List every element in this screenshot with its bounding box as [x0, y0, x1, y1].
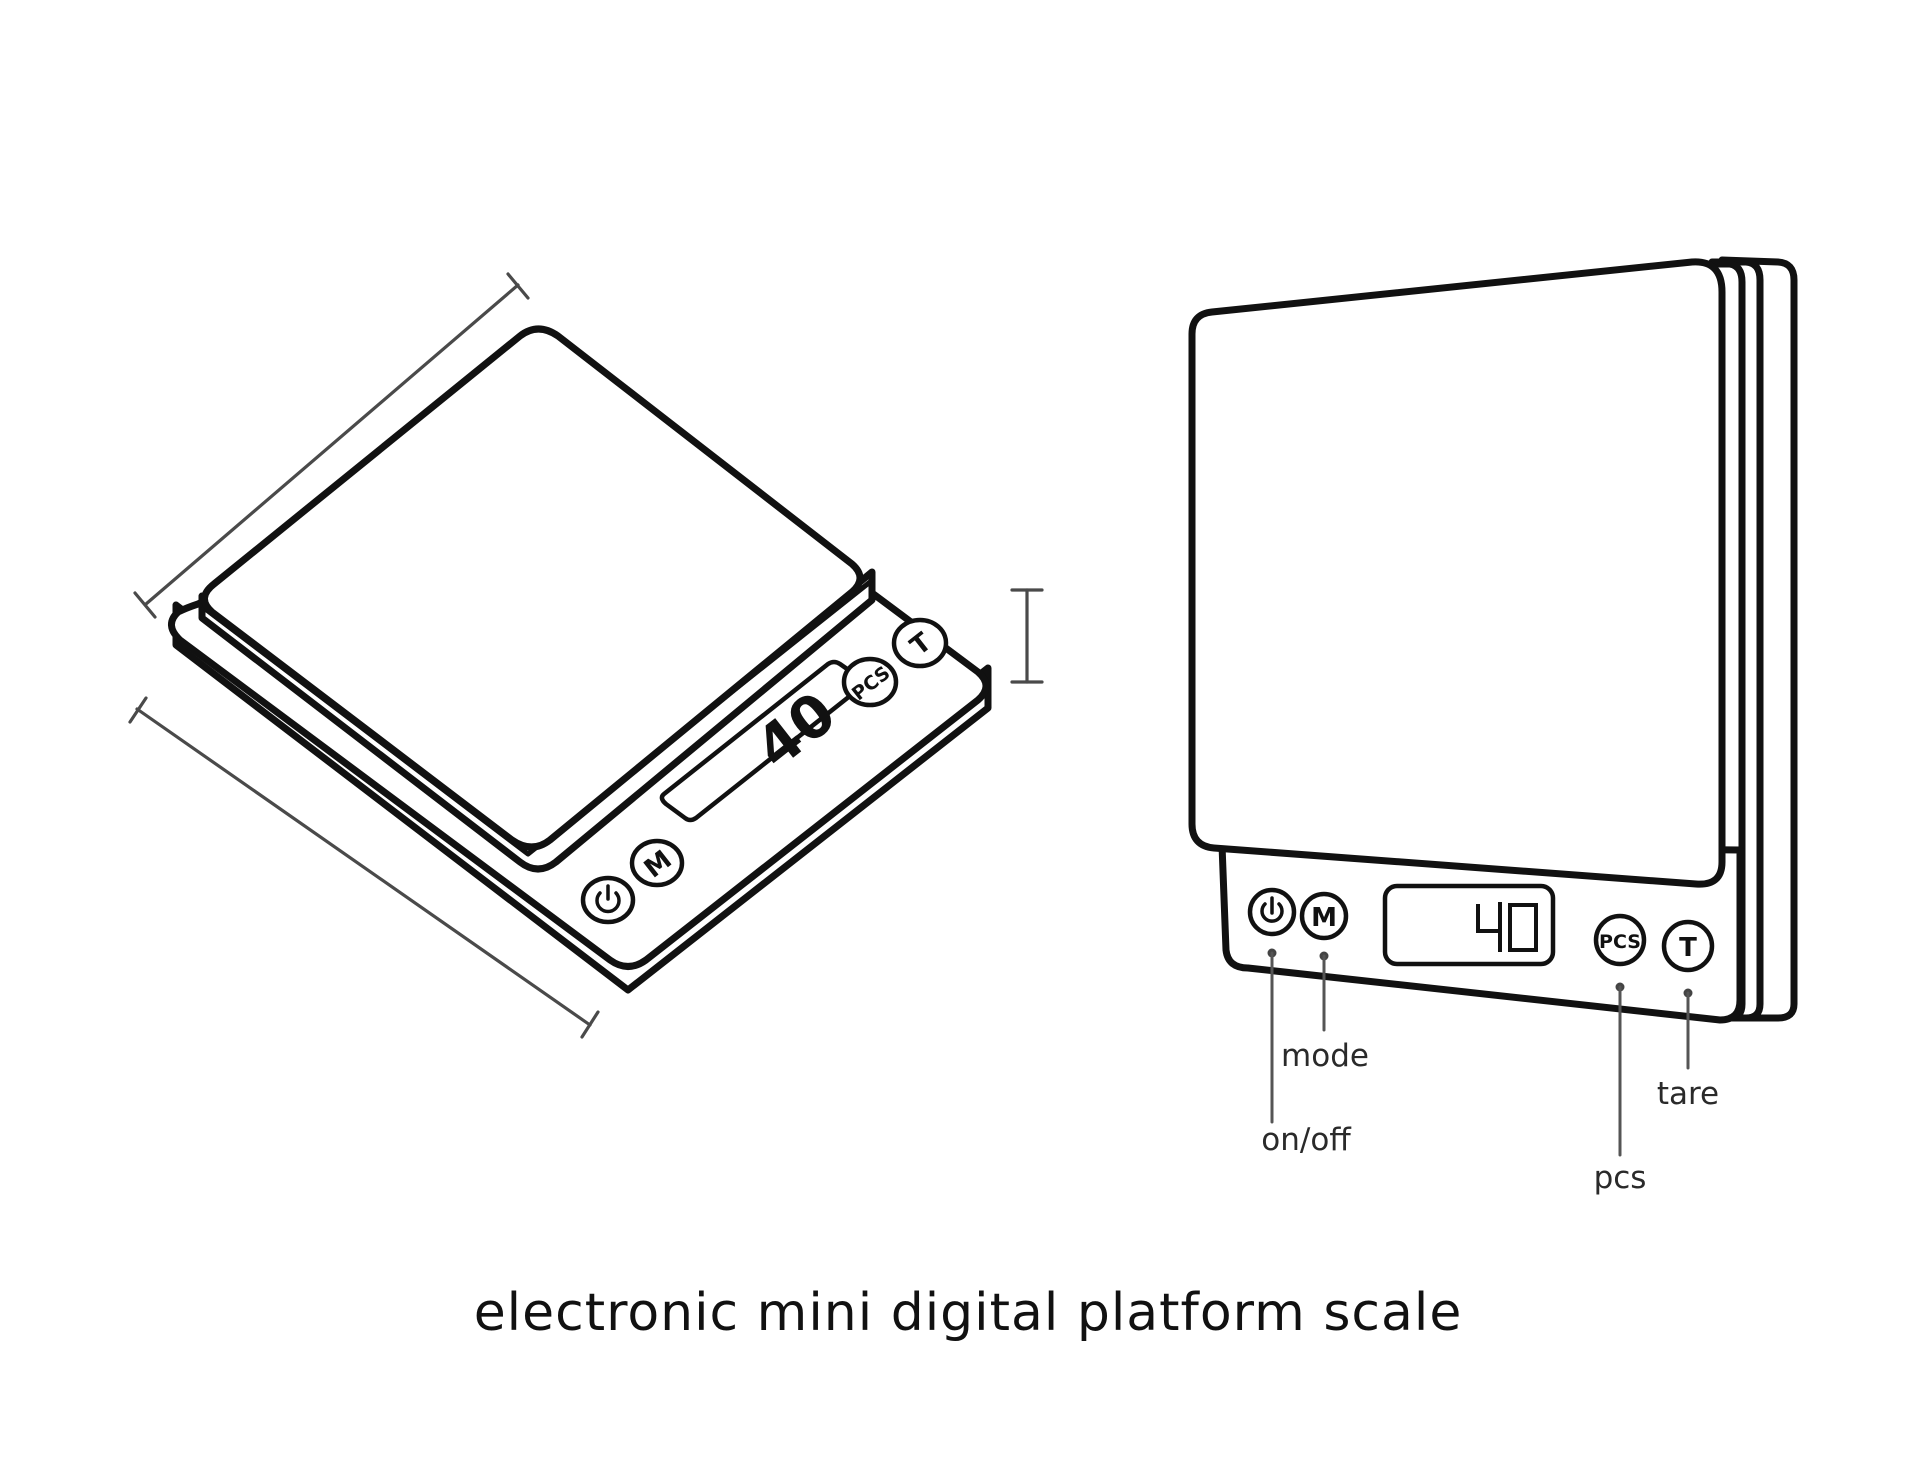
- front-tare-button: T: [1661, 919, 1715, 973]
- front-display-window: [1382, 883, 1556, 967]
- front-power-button: [1247, 887, 1297, 937]
- power-icon: [595, 884, 621, 914]
- caption: electronic mini digital platform scale: [474, 1283, 1463, 1343]
- front-display-digits: [1476, 902, 1538, 952]
- svg-text:PCS: PCS: [1599, 931, 1641, 953]
- iso-tare-button: T: [891, 617, 949, 669]
- front-mode-button: M: [1299, 891, 1349, 941]
- svg-text:mode: mode: [1281, 1038, 1369, 1074]
- svg-text:T: T: [1679, 933, 1697, 963]
- front-pcs-button: PCS: [1593, 913, 1647, 967]
- svg-text:tare: tare: [1657, 1076, 1719, 1112]
- dimension-width: [128, 696, 600, 1039]
- iso-power-button: [580, 875, 636, 925]
- power-icon: [1260, 896, 1284, 923]
- svg-text:on/off: on/off: [1261, 1122, 1351, 1158]
- iso-platform-top: [201, 325, 864, 851]
- iso-mode-button: M: [629, 838, 685, 888]
- isometric-view: 40 M PCS T: [128, 272, 1044, 1039]
- front-platform-top: [1188, 258, 1726, 888]
- svg-text:M: M: [1311, 903, 1337, 933]
- front-view: 40 M PCS T on/off: [1188, 256, 1798, 1196]
- callout-on-off: on/off: [1261, 948, 1351, 1158]
- callout-mode: mode: [1281, 951, 1369, 1074]
- dimension-height: [1010, 588, 1044, 684]
- callout-tare: tare: [1657, 988, 1719, 1112]
- iso-pcs-button: PCS: [841, 656, 899, 708]
- svg-text:pcs: pcs: [1594, 1160, 1647, 1196]
- callout-pcs: pcs: [1594, 982, 1647, 1196]
- dimension-depth: [133, 272, 530, 619]
